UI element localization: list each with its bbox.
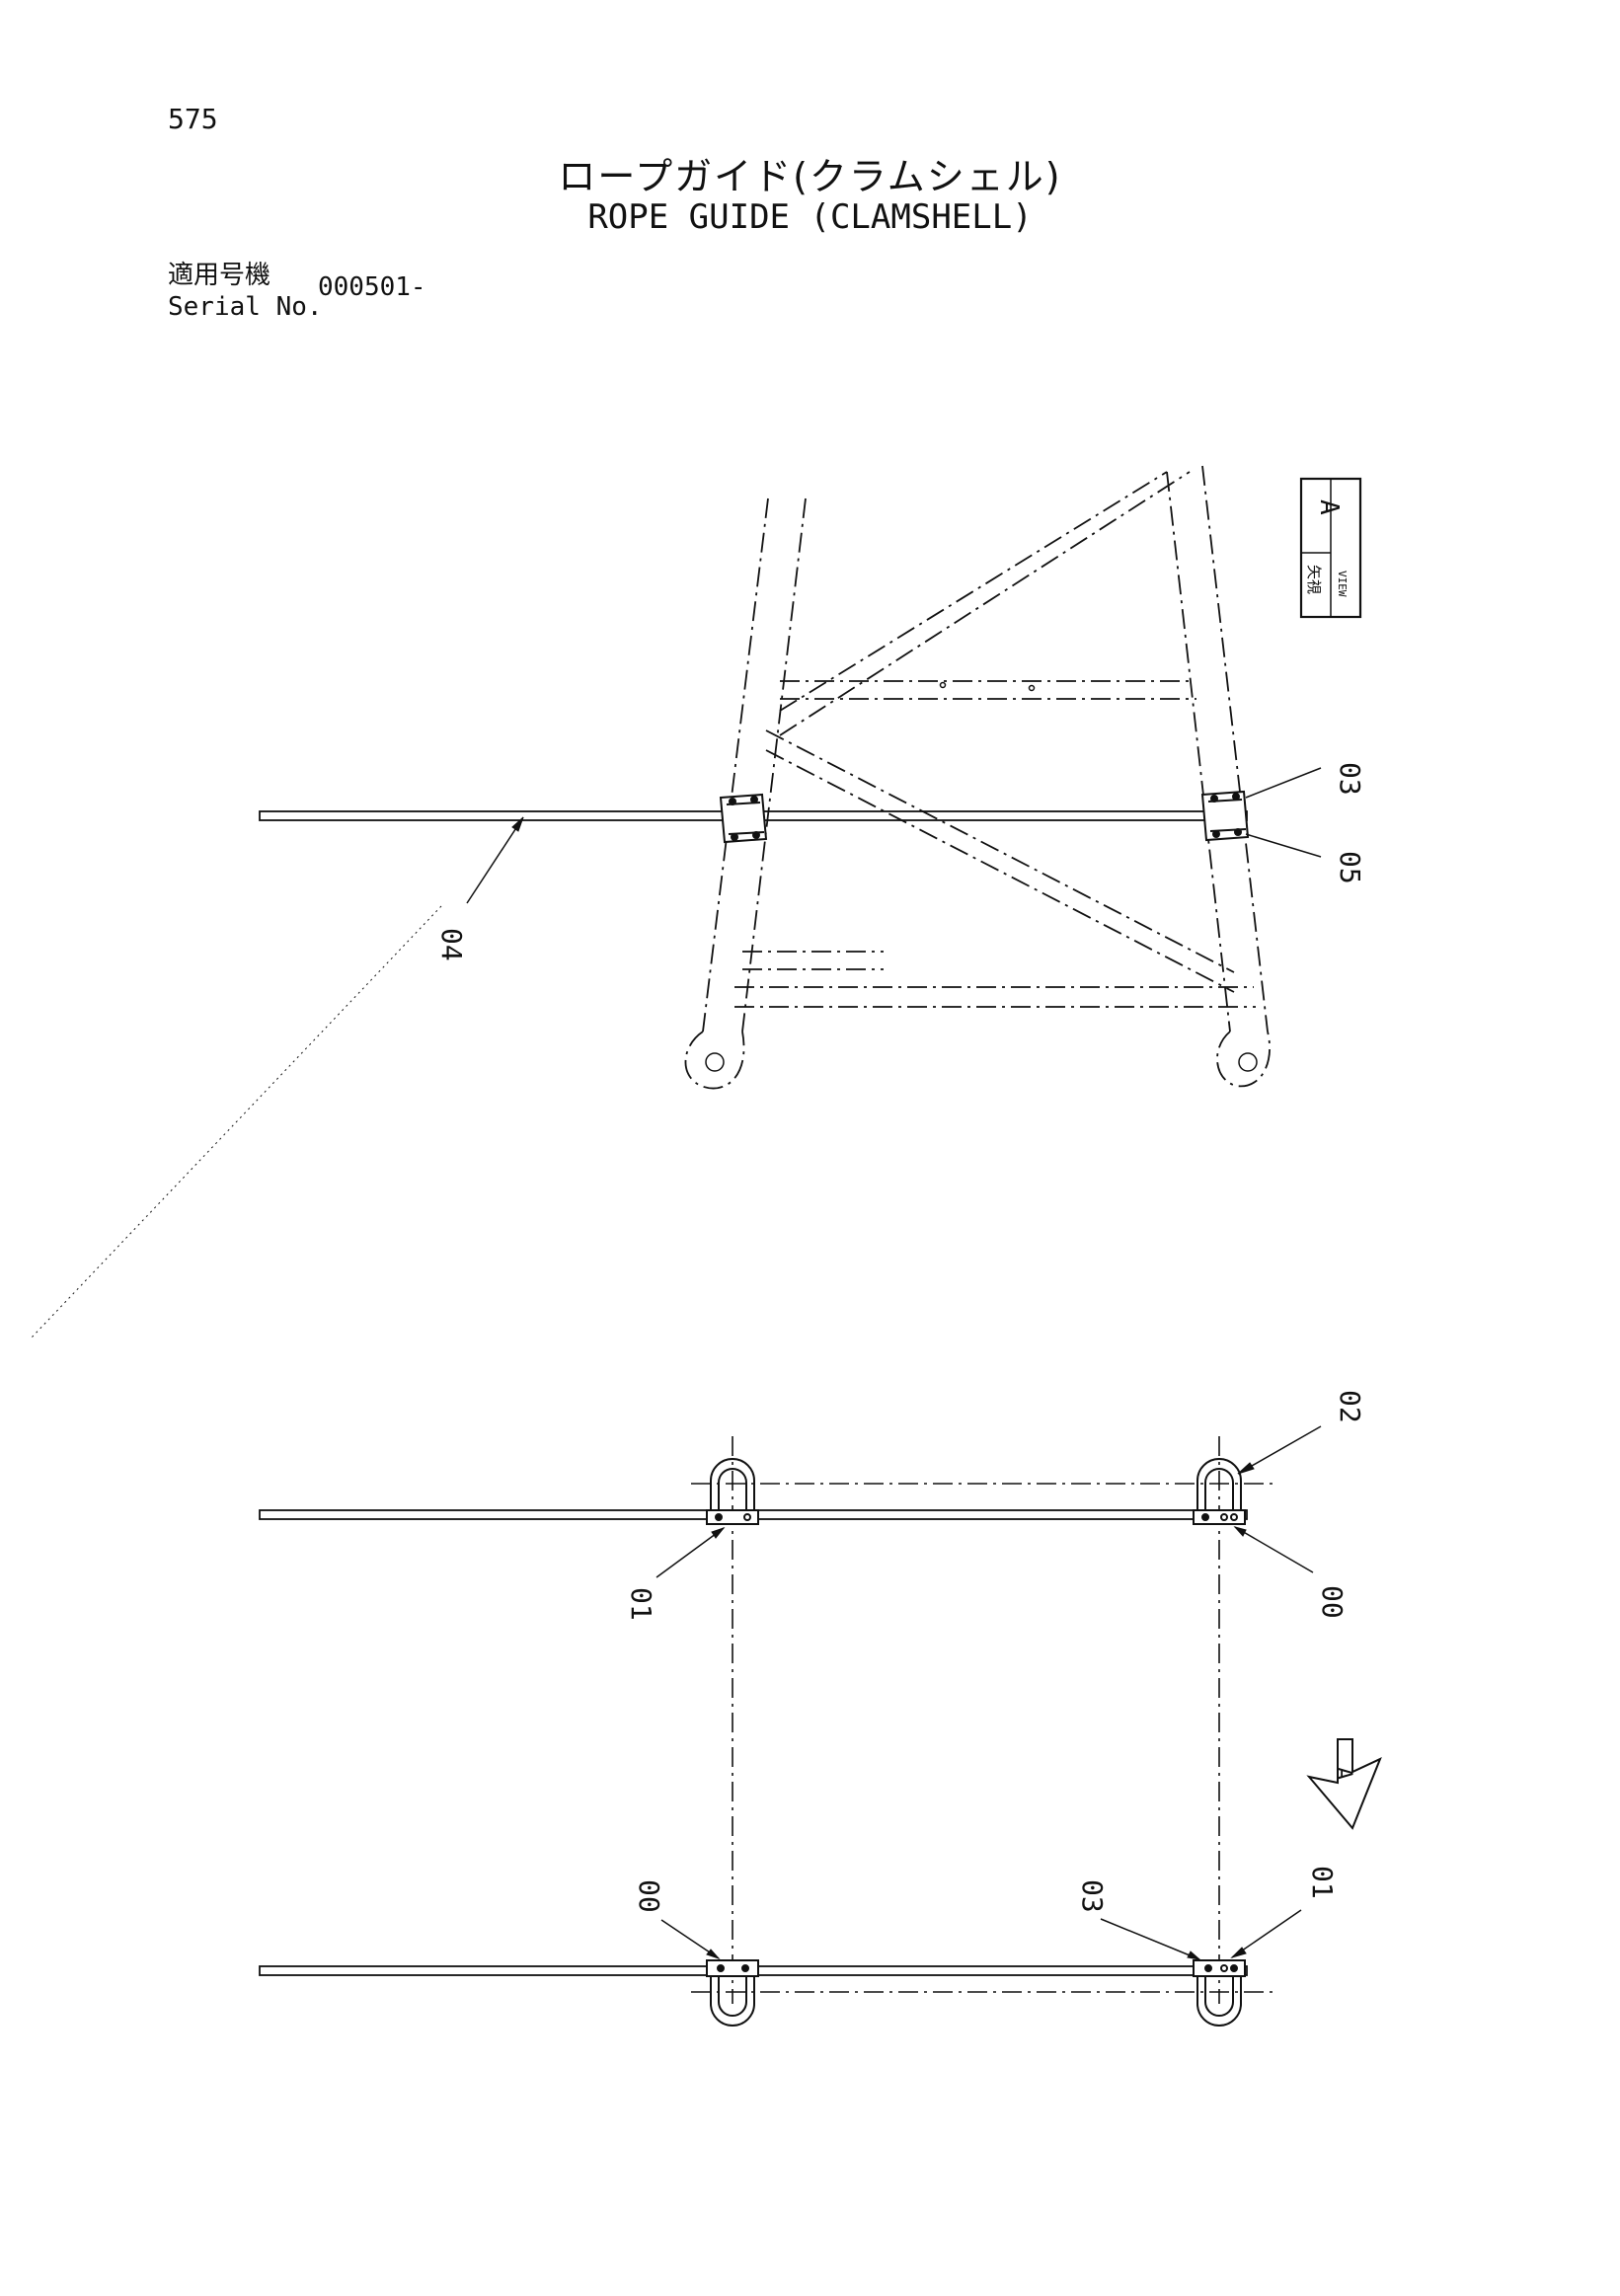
leader-03-top [1245, 767, 1322, 799]
u-bolt-bot-left [706, 1959, 759, 2027]
title-english: ROPE GUIDE (CLAMSHELL) [587, 197, 1033, 237]
leader-04-top [466, 816, 524, 904]
view-box-letter: A [1314, 499, 1344, 515]
u-bolt-bot-right [1193, 1959, 1246, 2027]
lacing-diagonal-1a [779, 471, 1168, 712]
title-japanese: ロープガイド(クラムシェル) [558, 155, 1062, 198]
serial-label-japanese: 適用号機 [168, 261, 271, 290]
right-foot-lug [1216, 1031, 1271, 1088]
left-lug-pin [705, 1052, 725, 1072]
lacing-diagonal-1b [779, 471, 1191, 736]
callout-04-top: 04 [435, 928, 468, 961]
u-bolt-mid-right [1193, 1458, 1246, 1525]
left-chord-outer [702, 497, 769, 1033]
view-arrow-a [1306, 1738, 1382, 1830]
callout-02-mid: 02 [1334, 1390, 1366, 1423]
lacing-diagonal-2b [765, 749, 1235, 993]
leader-01-mid [656, 1527, 725, 1578]
page-number: 575 [168, 103, 218, 135]
clamp-block-left [719, 793, 768, 844]
clamp-block-right [1200, 790, 1250, 842]
serial-value: 000501- [318, 272, 426, 302]
u-bolt-mid-left [706, 1458, 759, 1525]
callout-01-bot: 01 [1306, 1866, 1339, 1899]
view-box-label-en: VIEW [1336, 571, 1349, 597]
callout-03-bot: 03 [1076, 1879, 1109, 1913]
left-foot-lug [684, 1031, 745, 1090]
right-chord-inner [1201, 465, 1269, 1033]
callout-01-mid: 01 [625, 1587, 657, 1621]
boom-frame [684, 465, 1271, 1090]
leader-00-mid [1234, 1526, 1314, 1573]
leader-03-bot [1100, 1918, 1200, 1960]
leader-05-top [1245, 833, 1322, 858]
callout-00-bot: 00 [633, 1879, 665, 1913]
view-arrow-letter: A [1331, 1767, 1355, 1780]
right-chord-outer [1166, 471, 1231, 1033]
right-lug-pin [1238, 1052, 1258, 1072]
callout-05-top: 05 [1334, 851, 1366, 884]
serial-label-english: Serial No. [168, 292, 323, 322]
callout-00-mid: 00 [1316, 1585, 1349, 1619]
callout-03-top: 03 [1334, 762, 1366, 796]
view-box-label-jp: 矢視 [1305, 565, 1323, 594]
stray-dotted-line [31, 905, 442, 1339]
left-chord-inner [741, 497, 807, 1033]
lacing-diagonal-2a [765, 729, 1235, 973]
